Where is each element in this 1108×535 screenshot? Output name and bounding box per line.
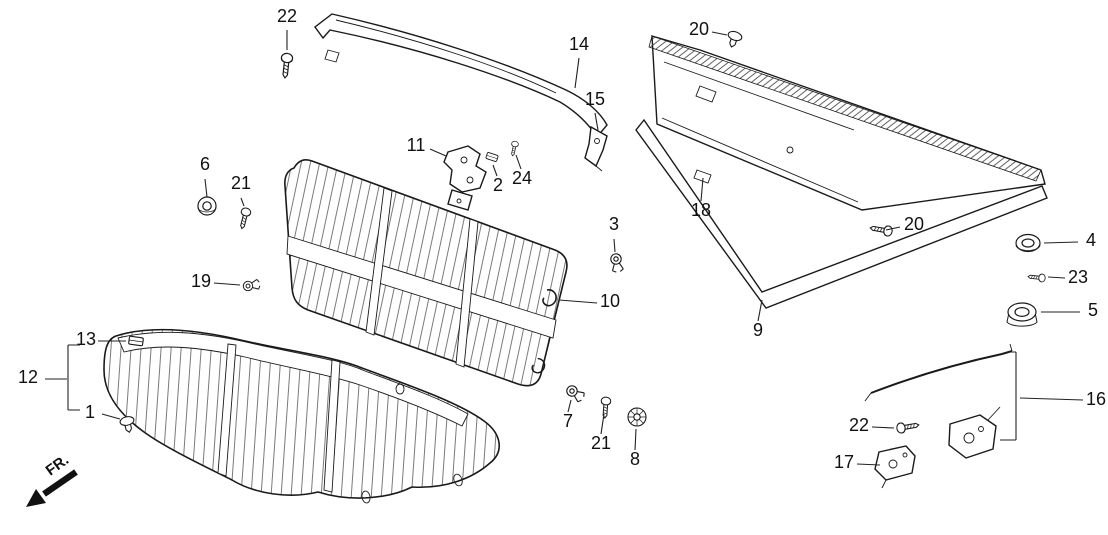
leader-21-bottom — [600, 413, 605, 435]
callout-20-right: 20 — [904, 214, 924, 234]
leader-21-left — [240, 197, 245, 207]
clip-19 — [242, 278, 261, 293]
leader-8 — [634, 428, 637, 451]
callout-18: 18 — [691, 200, 711, 220]
assembly-12-bracket — [67, 344, 80, 411]
parcel-shelf-panel — [648, 35, 1046, 211]
callout-24: 24 — [512, 168, 532, 188]
callout-4: 4 — [1086, 230, 1096, 250]
leader-16 — [1019, 397, 1084, 401]
leader-10 — [558, 299, 598, 304]
grommet-4 — [1015, 233, 1041, 253]
washer-8 — [627, 407, 647, 427]
leader-9 — [757, 299, 763, 322]
assembly-16-bracket — [1000, 351, 1017, 441]
callout-17: 17 — [834, 452, 854, 472]
callout-19: 19 — [191, 271, 211, 291]
clip-2 — [485, 151, 499, 163]
bolt-22-top — [278, 52, 294, 80]
callout-21-bottom: 21 — [591, 433, 611, 453]
callout-11: 11 — [407, 135, 426, 155]
leader-1 — [101, 413, 121, 420]
seat-back-cushion — [284, 159, 568, 387]
callout-14: 14 — [569, 34, 589, 54]
callout-22-bottom: 22 — [849, 415, 869, 435]
callout-13: 13 — [76, 329, 96, 349]
callout-3: 3 — [609, 214, 619, 234]
bolt-23 — [1027, 272, 1047, 283]
leader-23 — [1047, 276, 1066, 279]
callout-15: 15 — [585, 89, 605, 109]
callout-10: 10 — [600, 291, 620, 311]
rail-bracket-15 — [584, 125, 608, 172]
leader-20-top — [711, 31, 728, 36]
latch-rod-16 — [864, 343, 1013, 402]
callout-8: 8 — [630, 449, 640, 469]
bolt-21-left — [236, 206, 253, 231]
bolt-21-bottom — [599, 396, 612, 419]
leader-18 — [700, 177, 704, 202]
screw-24 — [508, 140, 520, 157]
callout-2: 2 — [493, 175, 503, 195]
roof-rail-trim — [314, 13, 608, 139]
fr-arrow-shaft — [42, 469, 78, 497]
callout-20-top: 20 — [689, 19, 709, 39]
grommet-6 — [197, 196, 217, 216]
leader-22-bottom — [871, 426, 895, 429]
callout-23: 23 — [1068, 267, 1088, 287]
callout-16: 16 — [1086, 389, 1106, 409]
leader-17 — [856, 463, 881, 466]
seat-bottom-cushion — [103, 328, 500, 504]
leader-6 — [204, 178, 208, 198]
leader-11 — [429, 148, 447, 157]
bracket-13 — [127, 335, 145, 347]
callout-12: 12 — [18, 367, 38, 387]
callout-1: 1 — [85, 402, 95, 422]
leader-4 — [1043, 241, 1079, 244]
leader-24 — [515, 154, 522, 170]
leader-7 — [567, 399, 572, 413]
leader-lines — [45, 30, 1084, 466]
rear-tray-panel — [635, 118, 1048, 309]
fr-direction-indicator: FR. — [26, 451, 78, 507]
push-clip-20-top — [724, 29, 744, 50]
callout-7: 7 — [563, 411, 573, 431]
striker-5 — [1006, 302, 1038, 327]
callout-5: 5 — [1088, 300, 1098, 320]
bolt-22-bottom — [895, 419, 921, 435]
callout-22-top: 22 — [277, 6, 297, 26]
leader-3 — [613, 238, 616, 253]
leader-2 — [492, 164, 498, 177]
hinge-bracket-11 — [443, 145, 487, 211]
hinge-clip-7 — [564, 382, 587, 404]
clip-3 — [609, 252, 625, 274]
fr-arrow-head — [26, 489, 46, 507]
latch-bracket-17 — [874, 445, 916, 489]
latch-lock-16 — [948, 406, 1001, 459]
leader-19 — [213, 282, 241, 286]
leader-14 — [574, 57, 580, 89]
callout-9: 9 — [753, 320, 763, 340]
leader-15 — [594, 112, 599, 131]
callout-6: 6 — [200, 154, 210, 174]
callout-21-left: 21 — [231, 173, 251, 193]
leader-20-right — [885, 226, 901, 231]
